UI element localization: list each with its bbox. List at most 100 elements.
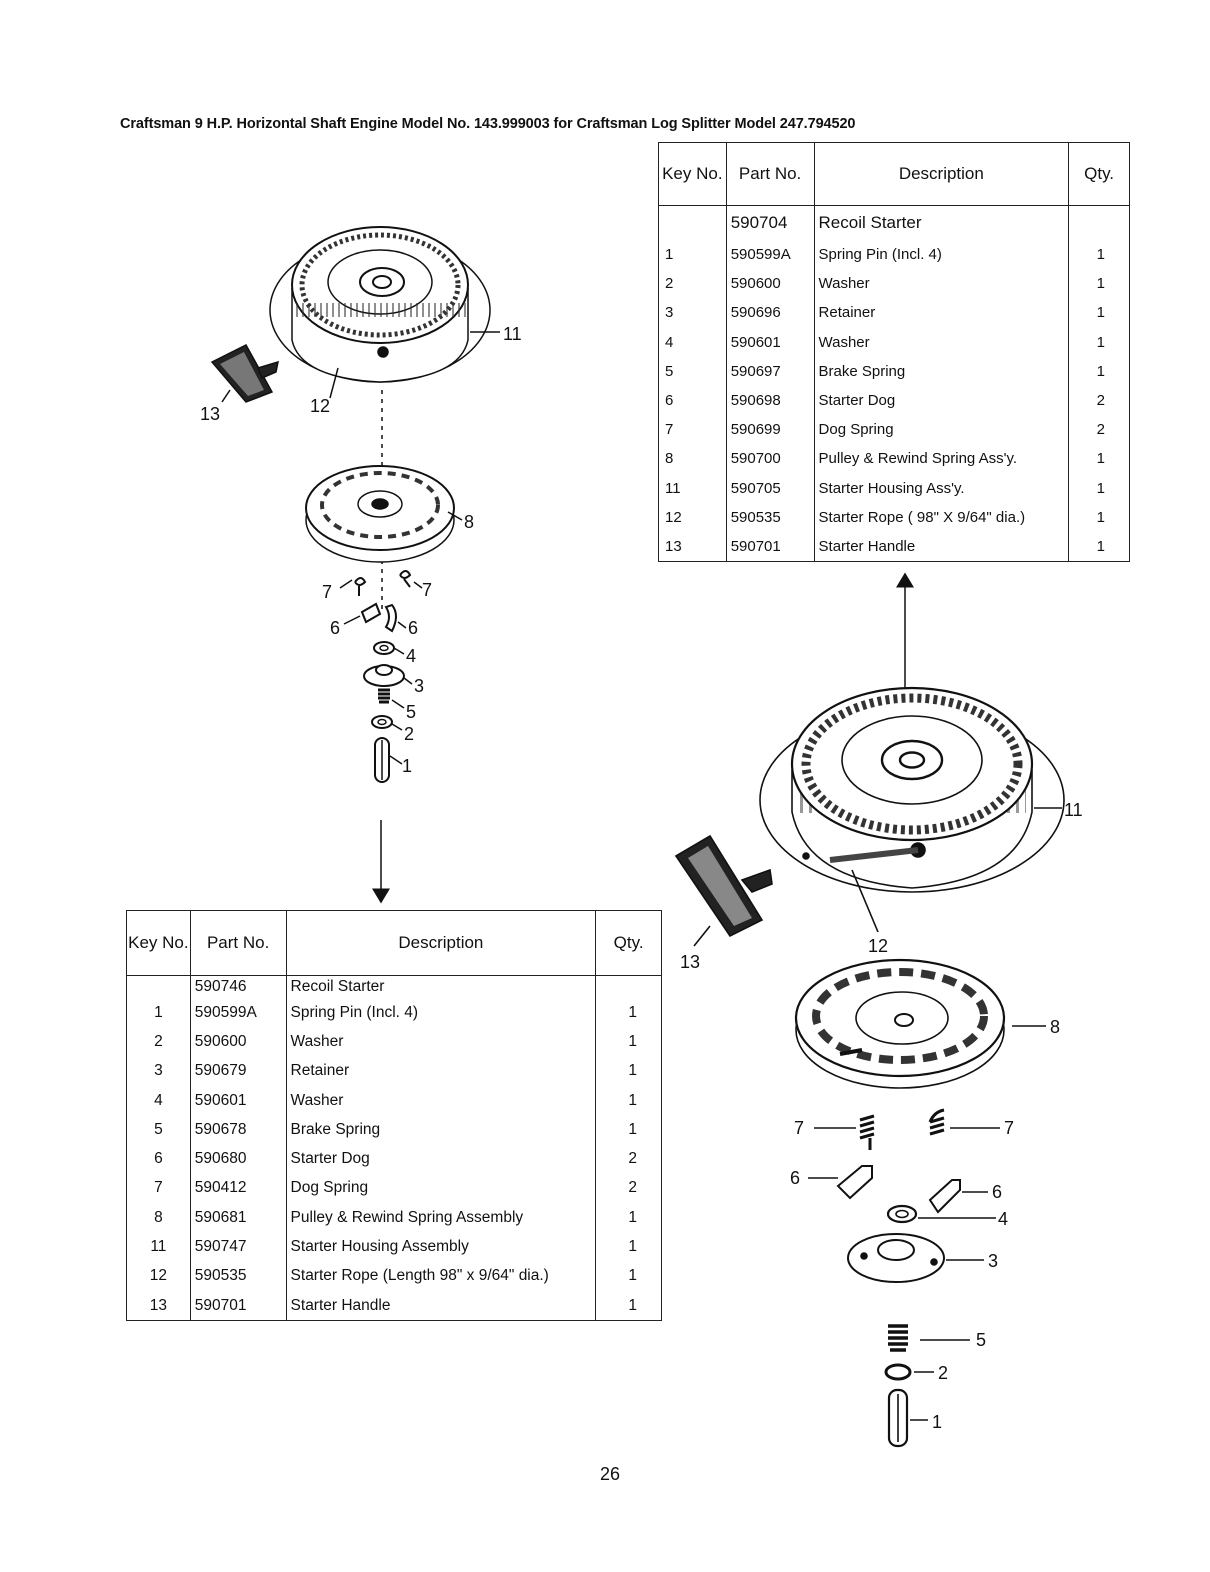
part-no-cell: 590681 xyxy=(189,1203,287,1233)
table-header-row: Key No. Part No. Description Qty. xyxy=(658,142,1130,206)
part-no-cell: 590747 xyxy=(189,1232,287,1262)
left-callout-11: 11 xyxy=(503,324,522,344)
right-callout-12: 12 xyxy=(868,936,888,956)
qty-cell: 2 xyxy=(1068,385,1130,416)
qty-cell: 1 xyxy=(595,1027,662,1057)
header-part-no: Part No. xyxy=(725,142,815,206)
key-cell: 12 xyxy=(658,502,727,532)
header-part-no: Part No. xyxy=(189,910,287,976)
part-no-cell: 590679 xyxy=(189,1056,287,1086)
part-no-cell: 590601 xyxy=(725,327,815,357)
qty-cell: 1 xyxy=(595,1115,662,1145)
key-cell: 1 xyxy=(126,998,191,1028)
key-cell: 12 xyxy=(126,1261,191,1291)
right-callout-13: 13 xyxy=(680,952,700,972)
description-cell: Starter Handle xyxy=(813,531,1070,563)
left-callouts: 11 12 13 8 7 7 6 6 4 3 5 2 1 xyxy=(200,324,522,776)
key-cell: 2 xyxy=(658,269,727,299)
description-cell: Spring Pin (Incl. 4) xyxy=(285,998,597,1028)
description-cell: Dog Spring xyxy=(813,415,1070,445)
key-cell: 5 xyxy=(126,1115,191,1145)
qty-cell: 1 xyxy=(595,998,662,1028)
right-callouts: 11 12 13 8 7 7 6 6 4 3 5 2 1 xyxy=(680,800,1083,1432)
key-cell: 3 xyxy=(126,1056,191,1086)
right-callout-4: 4 xyxy=(998,1209,1008,1229)
left-callout-2: 2 xyxy=(404,724,414,744)
qty-cell: 1 xyxy=(1068,356,1130,386)
key-cell xyxy=(658,205,727,240)
left-callout-3: 3 xyxy=(414,676,424,696)
right-callout-7b: 7 xyxy=(1004,1118,1014,1138)
key-cell: 8 xyxy=(658,444,727,474)
qty-cell: 2 xyxy=(595,1173,662,1204)
right-callout-6b: 6 xyxy=(992,1182,1002,1202)
part-no-cell: 590599A xyxy=(725,240,815,270)
qty-cell: 1 xyxy=(1068,327,1130,357)
left-callout-5: 5 xyxy=(406,702,416,722)
key-cell: 13 xyxy=(126,1290,191,1322)
part-no-cell: 590535 xyxy=(725,502,815,532)
right-callout-7a: 7 xyxy=(794,1118,804,1138)
description-cell: Retainer xyxy=(285,1056,597,1086)
left-callout-4: 4 xyxy=(406,646,416,666)
key-cell: 7 xyxy=(126,1173,191,1204)
part-no-cell: 590698 xyxy=(725,385,815,416)
header-qty: Qty. xyxy=(1068,142,1130,206)
part-no-cell: 590599A xyxy=(189,998,287,1028)
qty-cell xyxy=(595,975,662,998)
description-cell: Starter Rope (Length 98" x 9/64" dia.) xyxy=(285,1261,597,1291)
right-callout-3: 3 xyxy=(988,1251,998,1271)
description-cell: Starter Dog xyxy=(813,385,1070,416)
key-cell: 4 xyxy=(126,1085,191,1116)
description-cell: Dog Spring xyxy=(285,1173,597,1204)
qty-cell: 1 xyxy=(595,1261,662,1291)
key-cell: 6 xyxy=(126,1144,191,1174)
part-no-cell: 590678 xyxy=(189,1115,287,1145)
description-cell: Pulley & Rewind Spring Ass'y. xyxy=(813,444,1070,474)
left-starter-housing-drawing xyxy=(269,226,491,383)
part-no-cell: 590600 xyxy=(725,269,815,299)
part-no-cell: 590601 xyxy=(189,1085,287,1116)
left-callout-7b: 7 xyxy=(422,580,432,600)
qty-cell xyxy=(1068,205,1130,240)
right-starter-handle-drawing xyxy=(674,834,773,938)
right-starter-housing-drawing xyxy=(759,686,1065,893)
left-callout-6a: 6 xyxy=(330,618,340,638)
header-key-no: Key No. xyxy=(658,142,727,206)
part-no-cell: 590535 xyxy=(189,1261,287,1291)
key-cell: 3 xyxy=(658,298,727,328)
left-pulley-drawing xyxy=(305,465,455,563)
part-no-cell: 590746 xyxy=(189,975,287,998)
part-no-cell: 590704 xyxy=(725,205,815,240)
left-callout-6b: 6 xyxy=(408,618,418,638)
qty-cell: 1 xyxy=(1068,531,1130,563)
key-cell xyxy=(126,975,191,998)
left-callout-12: 12 xyxy=(310,396,330,416)
left-exploded-view xyxy=(210,226,500,783)
description-cell: Pulley & Rewind Spring Assembly xyxy=(285,1203,597,1233)
key-cell: 11 xyxy=(126,1232,191,1262)
key-cell: 1 xyxy=(658,240,727,270)
description-cell: Starter Handle xyxy=(285,1290,597,1322)
description-cell: Washer xyxy=(285,1085,597,1116)
right-callout-5: 5 xyxy=(976,1330,986,1350)
header-description: Description xyxy=(813,142,1070,206)
key-cell: 13 xyxy=(658,531,727,563)
part-no-cell: 590412 xyxy=(189,1173,287,1204)
right-callout-1: 1 xyxy=(932,1412,942,1432)
left-callout-1: 1 xyxy=(402,756,412,776)
header-qty: Qty. xyxy=(595,910,662,976)
